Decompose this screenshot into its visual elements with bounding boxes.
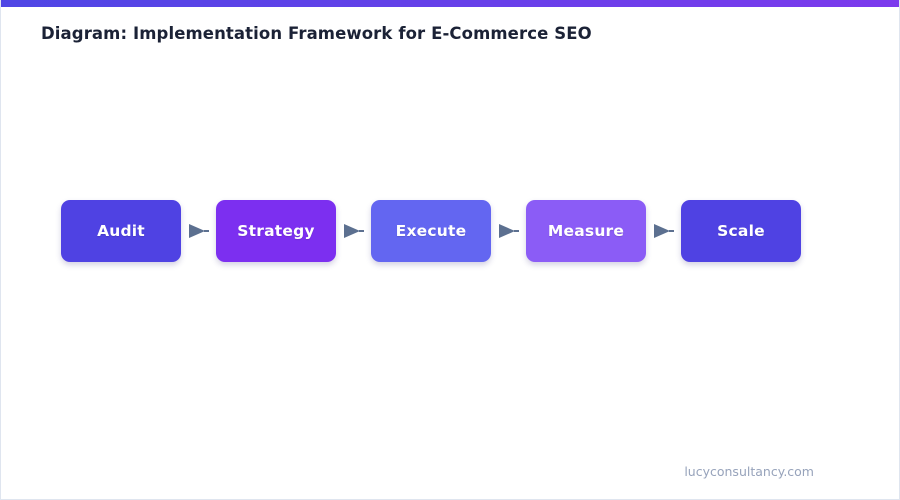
flow-arrow-1 <box>181 200 216 262</box>
flow-node-measure[interactable]: Measure <box>526 200 646 262</box>
flow-node-label: Measure <box>547 222 625 240</box>
arrow-right-icon <box>653 224 674 238</box>
accent-bar <box>1 0 899 7</box>
page-title: Diagram: Implementation Framework for E-… <box>41 24 592 43</box>
flow-node-label: Audit <box>97 222 145 240</box>
flow-node-label: Execute <box>395 222 467 240</box>
flow-node-audit[interactable]: Audit <box>61 200 181 262</box>
flow-node-scale[interactable]: Scale <box>681 200 801 262</box>
flow-arrow-4 <box>646 200 681 262</box>
arrow-right-icon <box>343 224 364 238</box>
footer-watermark: lucyconsultancy.com <box>684 464 814 479</box>
flow-node-label: Strategy <box>237 222 315 240</box>
arrow-right-icon <box>188 224 209 238</box>
flow-node-strategy[interactable]: Strategy <box>216 200 336 262</box>
process-flow: Audit Strategy Execute <box>61 200 801 262</box>
flow-arrow-2 <box>336 200 371 262</box>
flow-arrow-3 <box>491 200 526 262</box>
flow-node-execute[interactable]: Execute <box>371 200 491 262</box>
arrow-right-icon <box>498 224 519 238</box>
flow-node-label: Scale <box>717 222 765 240</box>
